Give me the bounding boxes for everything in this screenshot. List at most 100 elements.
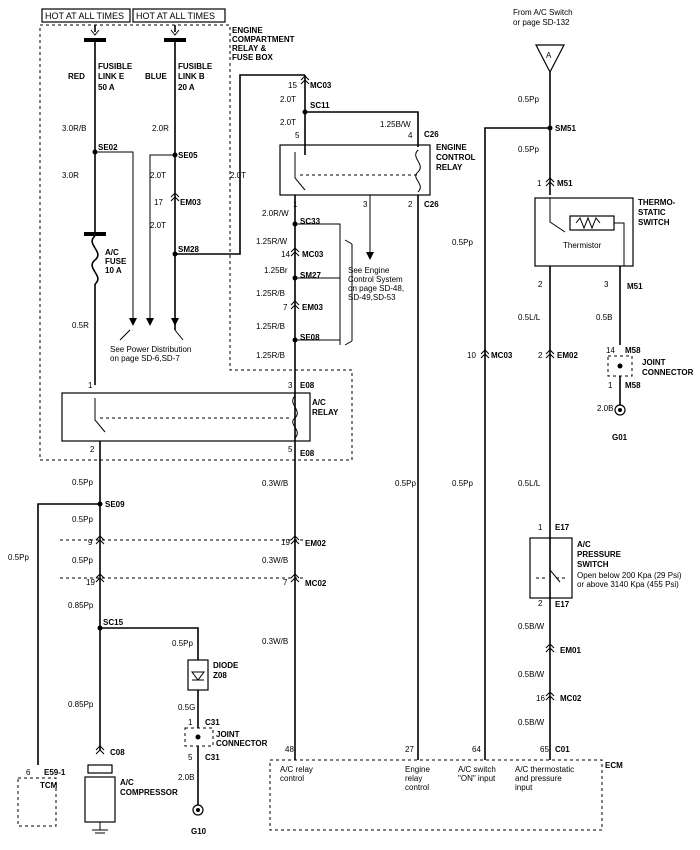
wire-label: 2.0R/W [262,209,289,218]
svg-text:19: 19 [281,538,290,547]
wire-label: 2.0T [150,221,166,230]
wire-label: 0.85Pp [68,700,94,709]
svg-text:FUSE: FUSE [105,257,127,266]
ac-fuse: A/C FUSE 10 A [84,232,127,285]
ground-g01: G01 [612,433,628,442]
wire-label: 0.5B/W [518,718,545,727]
svg-text:M58: M58 [625,346,641,355]
wire-label: 0.3W/B [262,556,288,565]
svg-text:LINK B: LINK B [178,72,205,81]
svg-text:1: 1 [608,381,613,390]
wire-label: 0.5G [178,703,195,712]
svg-text:DIODE: DIODE [213,661,239,670]
svg-text:2: 2 [90,445,95,454]
wire-label: 0.5B/W [518,670,545,679]
connector-em01: EM01 [560,646,581,655]
svg-text:A: A [546,51,552,60]
svg-text:48: 48 [285,745,294,754]
fusible-link-e: RED FUSIBLE LINK E 50 A [68,25,133,125]
wire-label: 0.5Pp [72,478,93,487]
svg-text:CONNECTOR: CONNECTOR [642,368,694,377]
wire-label: 0.5Pp [72,515,93,524]
hot-label-2: HOT AT ALL TIMES [136,11,215,21]
svg-text:THERMO-: THERMO- [638,198,676,207]
connector-e08: E08 [300,381,315,390]
svg-text:SWITCH: SWITCH [638,218,670,227]
svg-text:CONNECTOR: CONNECTOR [216,739,268,748]
svg-text:"ON" input: "ON" input [458,774,496,783]
svg-text:A/C thermostatic: A/C thermostatic [515,765,574,774]
connector-c01: C01 [555,745,570,754]
wire-label: 0.5Pp [452,238,473,247]
svg-text:on page SD-48,: on page SD-48, [348,284,404,293]
svg-text:1: 1 [188,718,193,727]
svg-text:5: 5 [288,445,293,454]
splice-se02: SE02 [98,143,118,152]
splice-sc33: SC33 [300,217,321,226]
svg-text:C31: C31 [205,753,220,762]
wire-label: 1.25R/W [256,237,288,246]
splice-sm51: SM51 [555,124,576,133]
wire-label: 1.25R/B [256,351,285,360]
svg-text:control: control [280,774,304,783]
svg-text:on page SD-6,SD-7: on page SD-6,SD-7 [110,354,180,363]
svg-text:50 A: 50 A [98,83,115,92]
wire-label: 0.5Pp [395,479,416,488]
svg-text:A/C relay: A/C relay [280,765,313,774]
svg-text:FUSIBLE: FUSIBLE [178,62,213,71]
svg-text:65: 65 [540,745,549,754]
connector-e17: E17 [555,523,570,532]
connector-e08-bottom: E08 [300,449,315,458]
svg-text:SWITCH: SWITCH [577,560,609,569]
connector-chevrons [95,75,555,755]
svg-text:10 A: 10 A [105,266,122,275]
wire-label: 0.5B/W [518,622,545,631]
wire-label: 2.0T [150,171,166,180]
ecm-module [269,759,603,831]
svg-text:Engine: Engine [405,765,430,774]
svg-text:or above 3140 Kpa (455 Psi): or above 3140 Kpa (455 Psi) [577,580,679,589]
connector-mc03-top: MC03 [310,81,332,90]
svg-text:2: 2 [538,599,543,608]
connector-em03-mid: EM03 [302,303,323,312]
svg-text:A/C: A/C [105,248,119,257]
svg-text:Z08: Z08 [213,671,227,680]
wire-label: 0.5B [596,313,612,322]
wire-label: 1.25R/B [256,322,285,331]
svg-text:RELAY: RELAY [436,163,463,172]
wire-label: 2.0T [280,118,296,127]
wire-label: 0.5L/L [518,479,541,488]
svg-text:5: 5 [295,131,300,140]
svg-text:JOINT: JOINT [216,730,240,739]
splice-se09: SE09 [105,500,125,509]
wire-label: 0.5Pp [8,553,29,562]
svg-text:Control System: Control System [348,275,403,284]
wire-label: 0.5Pp [172,639,193,648]
fuse-box-title-2: COMPARTMENT [232,35,295,44]
wire-label: 1.25Br [264,266,288,275]
splice-sm27: SM27 [300,271,321,280]
fusible-link-b: BLUE FUSIBLE LINK B 20 A [145,25,213,125]
svg-text:or page SD-132: or page SD-132 [513,18,570,27]
connector-e59: E59-1 [44,768,66,777]
svg-text:19: 19 [86,578,95,587]
svg-text:RELAY: RELAY [312,408,339,417]
connector-em03: EM03 [180,198,201,207]
svg-text:M58: M58 [625,381,641,390]
wire-label: 0.3W/B [262,637,288,646]
connector-mc03-right: MC03 [491,351,513,360]
connector-m51: M51 [557,179,573,188]
splice-sm28: SM28 [178,245,199,254]
svg-text:64: 64 [472,745,481,754]
svg-text:ENGINE: ENGINE [436,143,467,152]
svg-text:1: 1 [537,179,542,188]
svg-text:3: 3 [604,280,609,289]
svg-text:7: 7 [283,303,288,312]
fuse-box-title-3: RELAY & [232,44,266,53]
svg-text:3: 3 [288,381,293,390]
svg-text:See Engine: See Engine [348,266,390,275]
svg-text:A/C: A/C [312,398,326,407]
wire-label: 2.0T [280,95,296,104]
connector-mc02: MC02 [305,579,327,588]
